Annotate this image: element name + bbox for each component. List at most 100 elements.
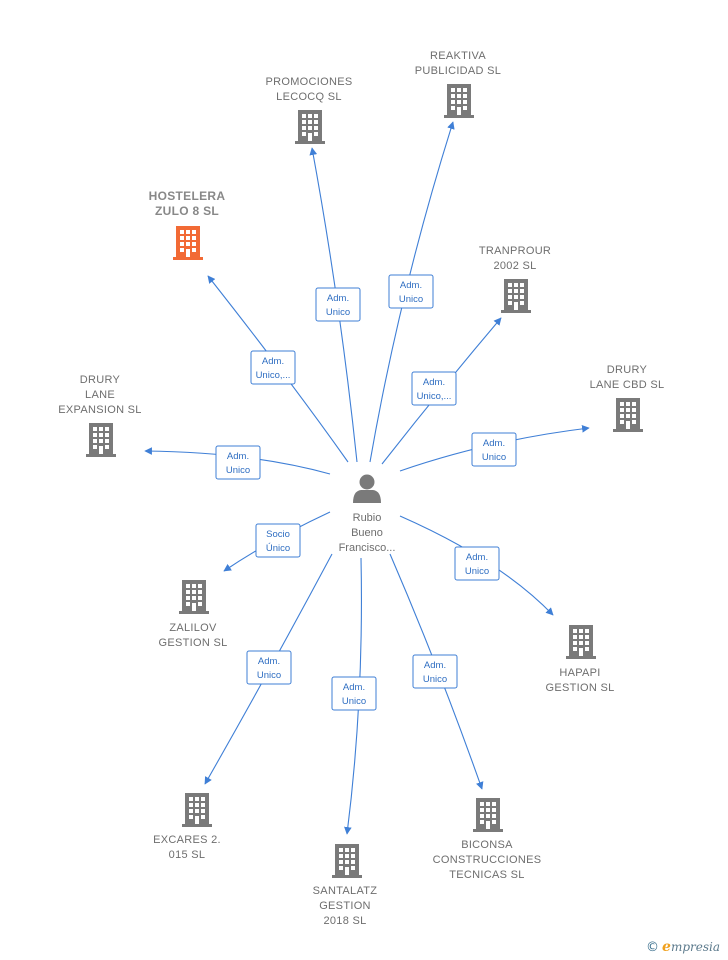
company-label: EXPANSION SL (58, 404, 141, 416)
edge-label-text: Adm. (400, 280, 422, 291)
person-name: Francisco... (339, 542, 396, 554)
edge-label-text: Unico,... (417, 391, 452, 402)
edge-label-box (246, 650, 292, 685)
brand-logo-initial: e (662, 939, 671, 955)
center-node[interactable]: RubioBuenoFrancisco... (339, 474, 396, 555)
edge-label-text: Unico (257, 670, 281, 681)
edge-tranprour: Adm. Unico,... (381, 317, 502, 465)
edge-label-text: Adm. (262, 356, 284, 367)
company-label: GESTION SL (158, 637, 227, 649)
edge-label-text: Unico (465, 566, 489, 577)
building-icon (179, 580, 209, 614)
building-icon (332, 844, 362, 878)
company-node-santalatz[interactable]: SANTALATZ GESTION 2018 SL (313, 844, 378, 927)
edge-label-biconsa[interactable]: Adm. Unico (412, 654, 458, 689)
edge-label-text: Unico (482, 452, 506, 463)
company-label: DRURY (80, 374, 121, 386)
building-icon (295, 110, 325, 144)
company-node-promociones-lecocq[interactable]: PROMOCIONES LECOCQ SL (265, 76, 352, 144)
edge-label-hapapi[interactable]: Adm. Unico (454, 546, 500, 581)
edge-label-box (215, 445, 261, 480)
company-label: REAKTIVA (430, 50, 486, 62)
edge-label-hostelera-zulo[interactable]: Adm. Unico,... (250, 350, 296, 385)
edge-label-box (454, 546, 500, 581)
person-icon (353, 474, 381, 503)
edge-label-text: Adm. (483, 438, 505, 449)
edge-drury-lane-expansion: Adm. Unico (144, 445, 331, 480)
edge-label-text: Adm. (227, 451, 249, 462)
building-icon (86, 423, 116, 457)
copyright-icon: © (646, 940, 660, 955)
edge-label-text: Unico (342, 696, 366, 707)
edge-label-text: Adm. (258, 656, 280, 667)
company-label: TRANPROUR (479, 245, 551, 257)
company-label: DRURY (607, 364, 648, 376)
edge-label-drury-lane-cbd[interactable]: Adm. Unico (471, 432, 517, 467)
person-name: Bueno (351, 527, 383, 539)
footer-brand: ©empresia (646, 939, 720, 955)
edge-label-text: Unico (423, 674, 447, 685)
company-node-zalilov[interactable]: ZALILOV GESTION SL (158, 580, 227, 649)
company-node-excares[interactable]: EXCARES 2.015 SL (153, 793, 221, 861)
edge-label-excares[interactable]: Adm. Unico (246, 650, 292, 685)
company-node-drury-lane-cbd[interactable]: DRURY LANE CBD SL (590, 364, 665, 432)
edges-layer: Adm.UnicoAdm.UnicoAdm.Unico,...Adm.Unico… (144, 121, 590, 835)
edge-label-reaktiva[interactable]: Adm. Unico (388, 274, 434, 309)
company-label: LECOCQ SL (276, 91, 342, 103)
edge-label-box (388, 274, 434, 309)
edge-label-text: Unico,... (256, 370, 291, 381)
company-label: EXCARES 2. (153, 834, 221, 846)
company-label: PROMOCIONES (265, 76, 352, 88)
edge-label-drury-lane-expansion[interactable]: Adm. Unico (215, 445, 261, 480)
company-label: HAPAPI (559, 667, 600, 679)
company-label: LANE (85, 389, 115, 401)
company-label: SANTALATZ (313, 885, 378, 897)
edge-label-box (412, 654, 458, 689)
company-label: LANE CBD SL (590, 379, 665, 391)
edge-label-santalatz[interactable]: Adm. Unico (331, 676, 377, 711)
brand-logo-text: mpresia (670, 940, 720, 954)
edge-label-box (411, 371, 457, 406)
company-label: GESTION SL (545, 682, 614, 694)
edge-label-box (471, 432, 517, 467)
edge-label-box (331, 676, 377, 711)
company-label: ZULO 8 SL (155, 204, 219, 218)
company-label: 2018 SL (323, 915, 366, 927)
company-node-drury-lane-expansion[interactable]: DRURY LANE EXPANSION SL (58, 374, 141, 457)
edge-label-text: Adm. (343, 682, 365, 693)
company-label: ZALILOV (169, 622, 217, 634)
edge-label-tranprour[interactable]: Adm. Unico,... (411, 371, 457, 406)
building-icon (444, 84, 474, 118)
company-label: 2002 SL (493, 260, 536, 272)
company-label: GESTION (319, 900, 371, 912)
company-node-tranprour[interactable]: TRANPROUR 2002 SL (479, 245, 551, 313)
building-icon (173, 226, 203, 260)
company-label: BICONSA (461, 839, 513, 851)
building-icon (182, 793, 212, 827)
edge-label-text: Adm. (424, 660, 446, 671)
edge-label-box (315, 287, 361, 322)
edge-label-text: Adm. (466, 552, 488, 563)
building-icon (566, 625, 596, 659)
edge-label-box (250, 350, 296, 385)
building-icon (473, 798, 503, 832)
edge-biconsa: Adm. Unico (389, 553, 484, 790)
edge-label-text: Unico (226, 465, 250, 476)
edge-label-text: Único (266, 543, 290, 554)
edge-label-promociones-lecocq[interactable]: Adm.Unico (315, 287, 361, 322)
company-node-hapapi[interactable]: HAPAPI GESTION SL (545, 625, 614, 694)
edge-label-box (255, 523, 301, 558)
edge-santalatz: Adm. Unico (331, 557, 377, 835)
edge-label-text: Unico (399, 294, 423, 305)
building-icon (501, 279, 531, 313)
edge-label-text: Adm. (423, 377, 445, 388)
edge-label-text: Socio (266, 529, 290, 540)
edge-hostelera-zulo: Adm. Unico,... (207, 275, 349, 463)
